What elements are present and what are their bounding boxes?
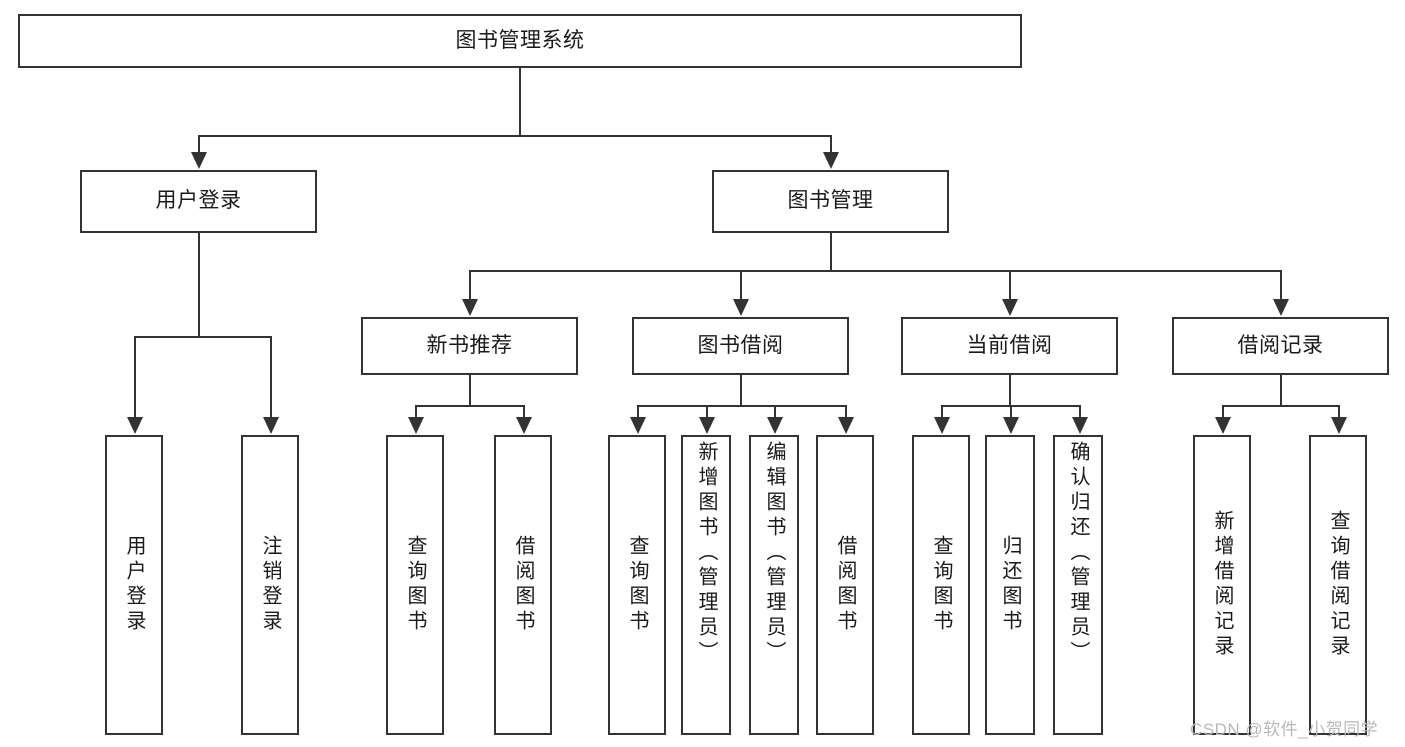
arrowhead-current-borrow-leaf-1 (934, 417, 950, 434)
node-label: 借阅图书 (512, 535, 534, 635)
node-label: 当前借阅 (966, 333, 1053, 357)
node-leaf-query-book-recommend[interactable]: 查询图书 (386, 435, 444, 735)
connector-current-borrow-leaf-3 (1079, 405, 1081, 418)
arrowhead-borrow-record-leaf-1 (1215, 417, 1231, 434)
connector-book-manage-to-l3-2 (740, 270, 742, 300)
connector-user-login-bar (134, 336, 270, 338)
node-label: 借阅图书 (834, 535, 856, 635)
arrowhead-l3-borrow-record (1273, 299, 1289, 316)
node-book-management[interactable]: 图书管理 (712, 170, 949, 233)
connector-root-bar (198, 135, 830, 137)
node-label: 用户登录 (155, 189, 242, 213)
connector-user-login-to-leaf-2 (270, 336, 272, 418)
node-leaf-return-book[interactable]: 归还图书 (985, 435, 1035, 735)
connector-new-book-stem (469, 375, 471, 405)
node-leaf-query-book-current[interactable]: 查询图书 (912, 435, 970, 735)
arrowhead-book-borrow-leaf-3 (767, 417, 783, 434)
watermark-text: CSDN @软件_小贺同学 (1190, 720, 1379, 739)
node-label: 借阅记录 (1237, 333, 1324, 357)
node-label: 新增借阅记录 (1211, 510, 1233, 660)
node-leaf-edit-book-admin[interactable]: 编辑图书（管理员） (749, 435, 799, 735)
connector-borrow-record-stem (1280, 375, 1282, 405)
connector-borrow-record-bar (1222, 405, 1338, 407)
node-root-system[interactable]: 图书管理系统 (18, 14, 1022, 68)
arrowhead-root-to-user-login (191, 152, 207, 169)
node-label: 编辑图书（管理员） (763, 441, 785, 666)
arrowhead-user-login-leaf-2 (263, 417, 279, 434)
connector-book-manage-to-l3-1 (469, 270, 471, 300)
node-leaf-borrow-book[interactable]: 借阅图书 (816, 435, 874, 735)
node-leaf-add-book-admin[interactable]: 新增图书（管理员） (681, 435, 731, 735)
node-leaf-user-login[interactable]: 用户登录 (105, 435, 163, 735)
node-label: 新书推荐 (426, 333, 513, 357)
node-label: 图书借阅 (697, 333, 784, 357)
node-leaf-add-borrow-record[interactable]: 新增借阅记录 (1193, 435, 1251, 735)
node-label: 查询图书 (626, 535, 648, 635)
node-label: 查询图书 (930, 535, 952, 635)
node-borrow-record[interactable]: 借阅记录 (1172, 317, 1389, 375)
connector-root-stem (519, 68, 521, 135)
node-label: 图书管理系统 (455, 28, 585, 52)
node-current-borrow[interactable]: 当前借阅 (901, 317, 1118, 375)
node-leaf-borrow-book-recommend[interactable]: 借阅图书 (494, 435, 552, 735)
arrowhead-new-book-leaf-2 (516, 417, 532, 434)
connector-current-borrow-leaf-1 (941, 405, 943, 418)
arrowhead-book-borrow-leaf-4 (838, 417, 854, 434)
connector-book-borrow-leaf-3 (774, 405, 776, 418)
arrowhead-book-borrow-leaf-1 (630, 417, 646, 434)
connector-borrow-record-leaf-2 (1338, 405, 1340, 418)
connector-book-manage-to-l3-4 (1280, 270, 1282, 300)
arrowhead-current-borrow-leaf-2 (1003, 417, 1019, 434)
node-book-borrow[interactable]: 图书借阅 (632, 317, 849, 375)
connector-user-login-stem (198, 233, 200, 336)
node-label: 查询借阅记录 (1327, 510, 1349, 660)
node-leaf-query-book-borrow[interactable]: 查询图书 (608, 435, 666, 735)
connector-new-book-leaf-2 (523, 405, 525, 418)
connector-current-borrow-stem (1009, 375, 1011, 405)
connector-borrow-record-leaf-1 (1222, 405, 1224, 418)
connector-book-borrow-bar (637, 405, 845, 407)
connector-new-book-bar (415, 405, 523, 407)
node-label: 新增图书（管理员） (695, 441, 717, 666)
node-label: 查询图书 (404, 535, 426, 635)
connector-book-borrow-leaf-1 (637, 405, 639, 418)
connector-book-manage-to-l3-3 (1009, 270, 1011, 300)
node-label: 用户登录 (123, 535, 145, 635)
arrowhead-current-borrow-leaf-3 (1072, 417, 1088, 434)
node-label: 归还图书 (999, 535, 1021, 635)
connector-user-login-to-leaf-1 (134, 336, 136, 418)
arrowhead-new-book-leaf-1 (408, 417, 424, 434)
connector-book-borrow-leaf-4 (845, 405, 847, 418)
arrowhead-user-login-leaf-1 (127, 417, 143, 434)
arrowhead-root-to-book-manage (823, 152, 839, 169)
node-leaf-query-borrow-record[interactable]: 查询借阅记录 (1309, 435, 1367, 735)
arrowhead-l3-book-borrow (733, 299, 749, 316)
node-label: 确认归还（管理员） (1067, 441, 1089, 666)
node-leaf-confirm-return-admin[interactable]: 确认归还（管理员） (1053, 435, 1103, 735)
connector-book-manage-stem (830, 233, 832, 270)
connector-root-to-user-login (198, 135, 200, 153)
connector-new-book-leaf-1 (415, 405, 417, 418)
node-label: 注销登录 (259, 535, 281, 635)
node-user-login[interactable]: 用户登录 (80, 170, 317, 233)
arrowhead-l3-current-borrow (1002, 299, 1018, 316)
node-leaf-logout[interactable]: 注销登录 (241, 435, 299, 735)
arrowhead-borrow-record-leaf-2 (1331, 417, 1347, 434)
connector-root-to-book-manage (830, 135, 832, 153)
arrowhead-l3-new-book (462, 299, 478, 316)
node-new-book-recommend[interactable]: 新书推荐 (361, 317, 578, 375)
connector-current-borrow-leaf-2 (1010, 405, 1012, 418)
connector-book-borrow-leaf-2 (706, 405, 708, 418)
connector-book-borrow-stem (740, 375, 742, 405)
connector-book-manage-bar (469, 270, 1280, 272)
arrowhead-book-borrow-leaf-2 (699, 417, 715, 434)
node-label: 图书管理 (787, 189, 874, 213)
